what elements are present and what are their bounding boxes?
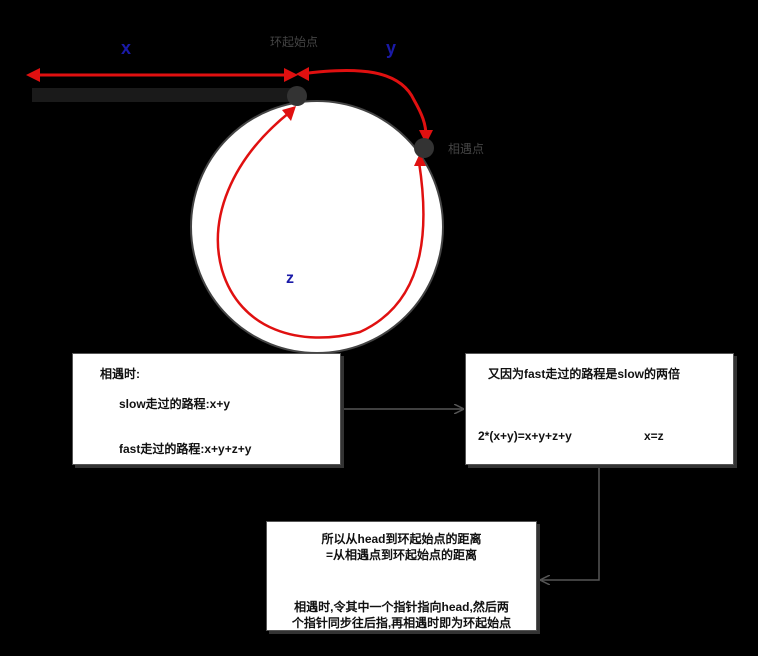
z-path-end-arrow [282, 106, 296, 121]
double-box-equation: 2*(x+y)=x+y+z+y [478, 429, 572, 443]
x-path-right-arrow [284, 68, 298, 82]
x-label: x [121, 38, 132, 58]
meet-box-fast: fast走过的路程:x+y+z+y [119, 442, 252, 456]
meet-point-node [414, 138, 434, 158]
y-path-start-arrow [296, 67, 309, 81]
double-box-result: x=z [644, 429, 664, 443]
y-path-end-arrow [419, 130, 433, 144]
cycle-ring [190, 100, 444, 354]
meet-box-title: 相遇时: [100, 367, 140, 381]
ring-start-node [287, 86, 307, 106]
connector-double-to-conclusion [542, 466, 600, 580]
double-box: 又因为fast走过的路程是slow的两倍 2*(x+y)=x+y+z+y x=z [465, 353, 734, 465]
z-path-start-arrow [414, 153, 426, 166]
conclusion-line1: 所以从head到环起始点的距离 [321, 532, 482, 546]
double-box-title: 又因为fast走过的路程是slow的两倍 [488, 367, 681, 381]
meet-box: 相遇时: slow走过的路程:x+y fast走过的路程:x+y+z+y [72, 353, 341, 465]
conclusion-line3: 相遇时,令其中一个指针指向head,然后两 [294, 600, 509, 614]
list-segment [32, 88, 298, 102]
conclusion-line4: 个指针同步往后指,再相遇时即为环起始点 [291, 616, 512, 630]
z-label: z [286, 270, 294, 287]
conclusion-line2: =从相遇点到环起始点的距离 [325, 548, 477, 562]
meet-box-slow: slow走过的路程:x+y [119, 397, 231, 411]
x-path-left-arrow [26, 68, 40, 82]
z-path [216, 111, 425, 339]
ring-start-label: 环起始点 [270, 35, 319, 49]
conclusion-box: 所以从head到环起始点的距离 =从相遇点到环起始点的距离 相遇时,令其中一个指… [266, 521, 537, 631]
meet-point-label: 相遇点 [448, 142, 485, 156]
y-path [299, 68, 428, 137]
y-label: y [386, 38, 397, 58]
